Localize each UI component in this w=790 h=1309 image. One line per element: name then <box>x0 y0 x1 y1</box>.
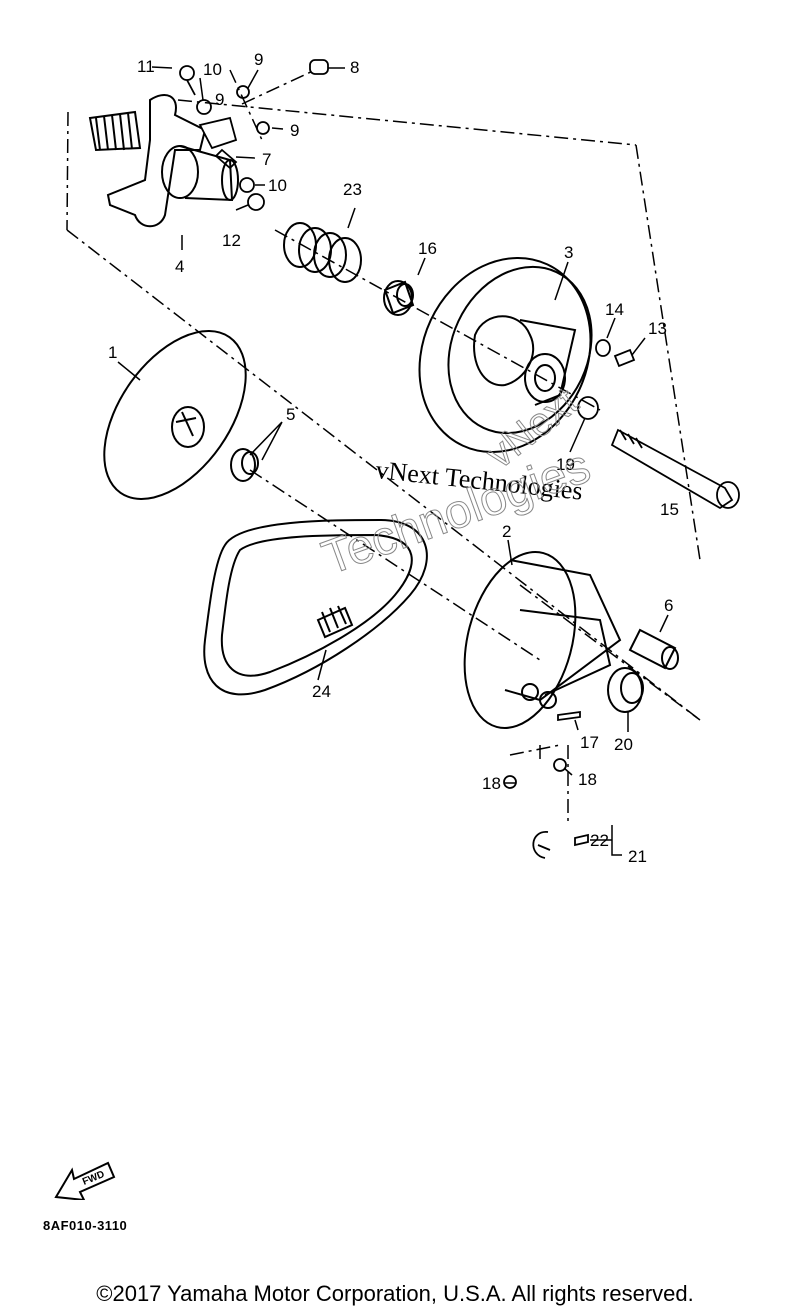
spring-part-23 <box>283 222 362 283</box>
callout-10: 10 <box>268 176 287 195</box>
callout-11: 11 <box>137 57 155 76</box>
drive-belt-part-24 <box>203 518 428 696</box>
callout-20: 20 <box>614 735 633 754</box>
callout-9: 9 <box>254 50 263 69</box>
reference-code: 8AF010-3110 <box>43 1218 128 1233</box>
bolts-and-washers <box>577 339 740 510</box>
fwd-arrow-icon: FWD <box>54 1161 116 1200</box>
callout-1: 1 <box>108 343 117 362</box>
callout-6: 6 <box>664 596 673 615</box>
hardware-parts-7-12 <box>179 59 329 211</box>
cam-hub-part-4 <box>88 94 239 228</box>
callout-2: 2 <box>502 522 511 541</box>
clutch-body-part-2 <box>463 551 622 729</box>
callout-21: 21 <box>628 847 647 866</box>
callout-8: 8 <box>350 58 359 77</box>
oil-seal-part-20 <box>607 667 644 713</box>
callout-18: 18 <box>482 774 501 793</box>
callout-7: 7 <box>262 150 271 169</box>
callout-24: 24 <box>312 682 331 701</box>
callout-23: 23 <box>343 180 362 199</box>
callout-9: 9 <box>290 121 299 140</box>
exploded-parts-diagram: 11 10 9 8 9 9 7 10 12 4 23 16 3 14 13 1 … <box>54 50 740 1200</box>
bushing-part-16 <box>383 280 415 316</box>
callout-labels: 11 10 9 8 9 9 7 10 12 4 23 16 3 14 13 1 … <box>108 50 679 866</box>
callout-10: 10 <box>203 60 222 79</box>
sleeve-part-6 <box>628 628 679 670</box>
callout-17: 17 <box>580 733 599 752</box>
sliding-sheave-part-3 <box>418 256 593 454</box>
watermark-line-3: Technologies <box>316 440 597 586</box>
callout-9: 9 <box>215 90 224 109</box>
callout-15: 15 <box>660 500 679 519</box>
callout-16: 16 <box>418 239 437 258</box>
pin-and-clip-parts <box>503 710 589 859</box>
callout-leader-lines <box>117 66 669 856</box>
callout-19: 19 <box>556 455 575 474</box>
callout-12: 12 <box>222 231 241 250</box>
bushing-part-5 <box>230 448 259 482</box>
callout-18: 18 <box>578 770 597 789</box>
callout-13: 13 <box>648 319 667 338</box>
callout-14: 14 <box>605 300 624 319</box>
fixed-sheave-part-1 <box>103 330 247 500</box>
callout-4: 4 <box>175 257 184 276</box>
callout-5: 5 <box>286 405 295 424</box>
copyright-notice: ©2017 Yamaha Motor Corporation, U.S.A. A… <box>96 1281 694 1306</box>
watermark: vNext Technologies vNext Technologies <box>315 379 597 586</box>
callout-22: 22 <box>590 831 609 850</box>
callout-3: 3 <box>564 243 573 262</box>
